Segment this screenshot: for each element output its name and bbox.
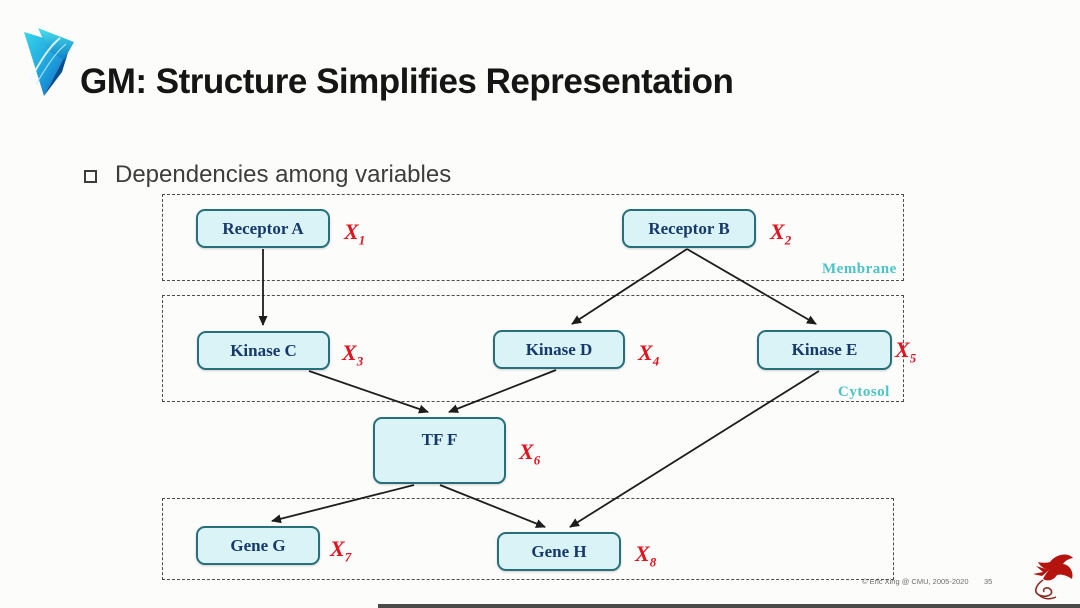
membrane-region-box: [162, 194, 904, 281]
node-kinase-e: Kinase E: [757, 330, 892, 370]
node-kinase-c: Kinase C: [197, 331, 330, 370]
variable-x3: X3: [342, 340, 364, 369]
bullet-text: Dependencies among variables: [115, 161, 452, 188]
bullet-square-icon: [84, 170, 97, 183]
node-gene-h: Gene H: [497, 532, 621, 571]
node-kinase-e-label: Kinase E: [791, 340, 858, 359]
node-gene-g: Gene G: [196, 526, 320, 565]
node-gene-h-label: Gene H: [531, 541, 587, 561]
variable-x2: X2: [770, 219, 792, 248]
variable-x6: X6: [519, 439, 541, 468]
node-kinase-d: Kinase D: [493, 330, 625, 369]
node-tf-f-label: TF F: [421, 430, 458, 449]
node-receptor-a: Receptor A: [196, 209, 330, 248]
node-kinase-d-label: Kinase D: [525, 339, 593, 359]
dragon-mascot-icon: [1033, 554, 1073, 600]
bullet-row: Dependencies among variables: [84, 161, 451, 189]
node-kinase-c-label: Kinase C: [230, 340, 297, 360]
node-receptor-b: Receptor B: [622, 209, 756, 248]
node-gene-g-label: Gene G: [230, 535, 286, 555]
membrane-region-label: Membrane: [822, 261, 897, 277]
node-receptor-a-label: Receptor A: [222, 218, 304, 238]
course-logo-icon: [24, 28, 74, 96]
footer-page-number: 35: [984, 577, 993, 586]
cytosol-region-label: Cytosol: [838, 384, 890, 400]
variable-x8: X8: [635, 541, 657, 570]
variable-x5: X5: [895, 337, 917, 366]
node-receptor-b-label: Receptor B: [648, 218, 730, 238]
variable-x4: X4: [638, 340, 660, 369]
variable-x1: X1: [344, 219, 366, 248]
footer-copyright: © Eric Xing @ CMU, 2005-2020: [862, 577, 969, 586]
slide-title: GM: Structure Simplifies Representation: [80, 62, 734, 101]
node-tf-f: TF F: [373, 417, 506, 484]
variable-x7: X7: [330, 536, 352, 565]
bottom-edge-bar: [378, 604, 1080, 608]
